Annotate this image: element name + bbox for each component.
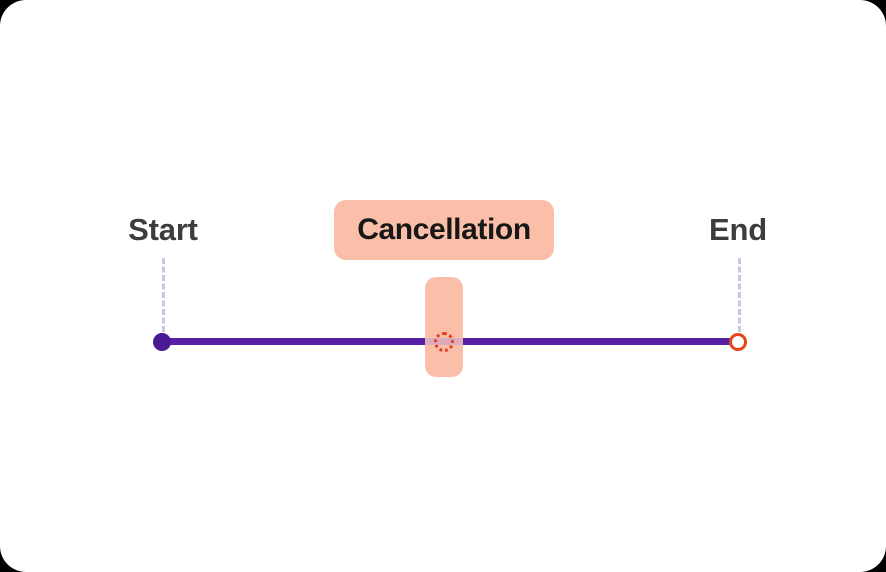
start-filled-circle-icon[interactable] — [153, 333, 171, 351]
end-label: End — [709, 212, 767, 247]
event-band-cancellation[interactable] — [425, 277, 463, 377]
cancellation-dotted-circle-icon[interactable] — [434, 332, 454, 352]
end-hollow-circle-icon[interactable] — [729, 333, 747, 351]
event-pill-label: Cancellation — [357, 213, 531, 246]
start-label: Start — [128, 212, 198, 247]
start-connector-dashed-line-icon — [162, 258, 165, 332]
end-connector-dashed-line-icon — [738, 258, 741, 332]
event-pill-cancellation[interactable]: Cancellation — [334, 200, 554, 260]
